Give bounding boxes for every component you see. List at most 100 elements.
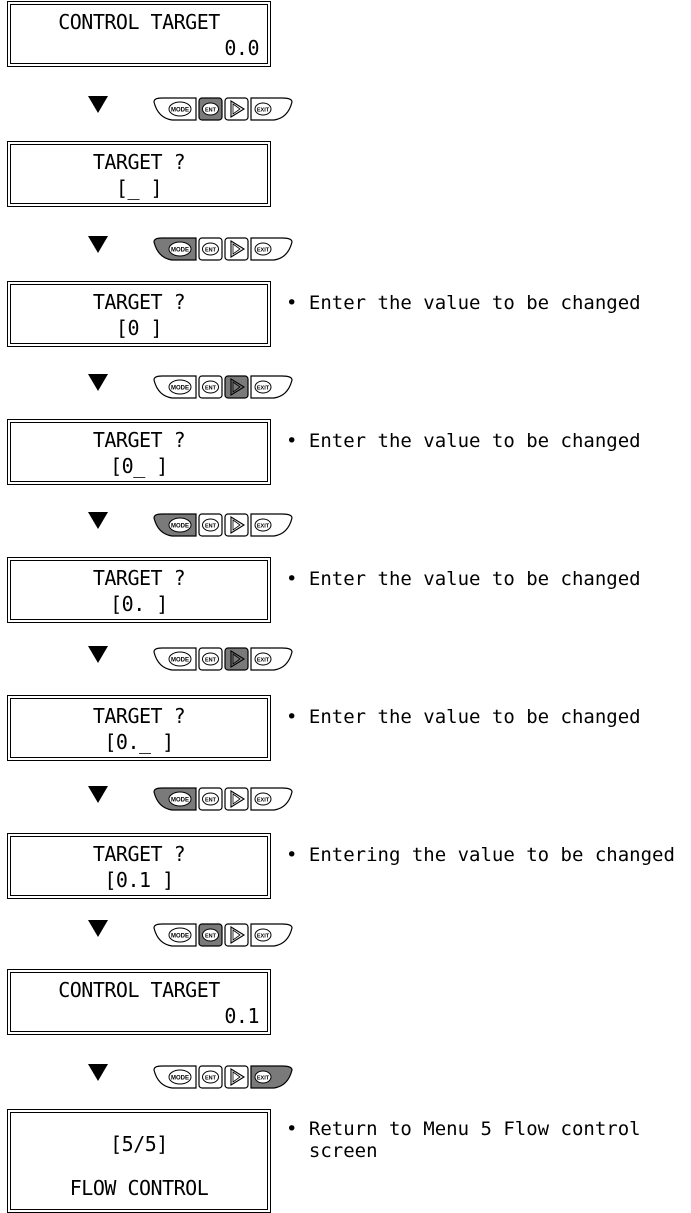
exit-key-icon: EXIT xyxy=(250,375,293,399)
lcd-line-2: [0._ ] xyxy=(104,730,174,754)
svg-text:MODE: MODE xyxy=(171,248,189,254)
ent-key-icon: ENT xyxy=(198,97,223,121)
down-arrow-icon xyxy=(88,96,108,113)
lcd-line-2: 0.0 xyxy=(224,36,259,60)
lcd-screen-6: TARGET ? [0._ ] xyxy=(7,695,271,761)
down-arrow-icon xyxy=(88,1064,108,1081)
lcd-line-1: TARGET ? xyxy=(92,290,186,314)
exit-key-icon: EXIT xyxy=(250,513,293,537)
mode-key-icon: MODE xyxy=(153,1065,197,1089)
svg-text:EXIT: EXIT xyxy=(257,797,270,803)
svg-text:ENT: ENT xyxy=(205,797,217,803)
ent-key-icon: ENT xyxy=(198,787,223,811)
exit-key-icon: EXIT xyxy=(250,647,293,671)
exit-key-icon: EXIT xyxy=(250,97,293,121)
step-note-4: • Enter the value to be changed xyxy=(286,430,641,452)
svg-text:MODE: MODE xyxy=(171,934,189,940)
right-key-icon xyxy=(224,923,249,947)
right-key-icon xyxy=(224,647,249,671)
svg-text:EXIT: EXIT xyxy=(257,247,270,253)
ent-key-icon: ENT xyxy=(198,513,223,537)
keypad-5: MODE ENT EXIT xyxy=(153,647,293,671)
keypad-6: MODE ENT EXIT xyxy=(153,787,293,811)
right-key-icon xyxy=(224,375,249,399)
lcd-line-1: TARGET ? xyxy=(92,842,186,866)
keypad-2: MODE ENT EXIT xyxy=(153,237,293,261)
svg-text:EXIT: EXIT xyxy=(257,107,270,113)
svg-text:ENT: ENT xyxy=(205,933,217,939)
svg-text:ENT: ENT xyxy=(205,247,217,253)
svg-text:ENT: ENT xyxy=(205,385,217,391)
exit-key-icon: EXIT xyxy=(250,1065,293,1089)
down-arrow-icon xyxy=(88,236,108,253)
mode-key-icon: MODE xyxy=(153,787,197,811)
mode-key-icon: MODE xyxy=(153,513,197,537)
right-key-icon xyxy=(224,513,249,537)
lcd-line-1: [5/5] xyxy=(110,1132,168,1156)
down-arrow-icon xyxy=(88,646,108,663)
lcd-screen-5: TARGET ? [0. ] xyxy=(7,557,271,623)
ent-key-icon: ENT xyxy=(198,237,223,261)
keypad-8: MODE ENT EXIT xyxy=(153,1065,293,1089)
down-arrow-icon xyxy=(88,920,108,937)
svg-text:ENT: ENT xyxy=(205,523,217,529)
lcd-line-1: CONTROL TARGET xyxy=(58,978,220,1002)
right-key-icon xyxy=(224,787,249,811)
down-arrow-icon xyxy=(88,512,108,529)
lcd-screen-9: [5/5] FLOW CONTROL xyxy=(7,1109,271,1213)
lcd-screen-8: CONTROL TARGET 0.1 xyxy=(7,969,271,1035)
mode-key-icon: MODE xyxy=(153,237,197,261)
svg-text:MODE: MODE xyxy=(171,658,189,664)
mode-key-icon: MODE xyxy=(153,647,197,671)
svg-text:EXIT: EXIT xyxy=(257,933,270,939)
keypad-4: MODE ENT EXIT xyxy=(153,513,293,537)
lcd-line-1: TARGET ? xyxy=(92,566,186,590)
lcd-line-1: TARGET ? xyxy=(92,428,186,452)
lcd-line-2: [0. ] xyxy=(110,592,168,616)
svg-text:ENT: ENT xyxy=(205,107,217,113)
lcd-screen-2: TARGET ? [_ ] xyxy=(7,141,271,207)
svg-text:ENT: ENT xyxy=(205,1075,217,1081)
step-note-6: • Enter the value to be changed xyxy=(286,706,641,728)
keypad-1: MODE ENT EXIT xyxy=(153,97,293,121)
lcd-line-1: CONTROL TARGET xyxy=(58,10,220,34)
exit-key-icon: EXIT xyxy=(250,923,293,947)
lcd-line-2: [0 ] xyxy=(115,316,163,340)
down-arrow-icon xyxy=(88,786,108,803)
keypad-7: MODE ENT EXIT xyxy=(153,923,293,947)
lcd-line-2: 0.1 xyxy=(224,1004,259,1028)
mode-key-icon: MODE xyxy=(153,97,197,121)
lcd-line-1: TARGET ? xyxy=(92,704,186,728)
ent-key-icon: ENT xyxy=(198,647,223,671)
mode-key-icon: MODE xyxy=(153,375,197,399)
exit-key-icon: EXIT xyxy=(250,787,293,811)
lcd-line-2: FLOW CONTROL xyxy=(69,1176,209,1200)
lcd-screen-1: CONTROL TARGET 0.0 xyxy=(7,1,271,67)
lcd-screen-4: TARGET ? [0_ ] xyxy=(7,419,271,485)
svg-text:EXIT: EXIT xyxy=(257,385,270,391)
svg-text:MODE: MODE xyxy=(171,1076,189,1082)
svg-text:MODE: MODE xyxy=(171,108,189,114)
svg-text:EXIT: EXIT xyxy=(257,1075,270,1081)
step-note-3: • Enter the value to be changed xyxy=(286,292,641,314)
svg-text:ENT: ENT xyxy=(205,657,217,663)
down-arrow-icon xyxy=(88,374,108,391)
keypad-3: MODE ENT EXIT xyxy=(153,375,293,399)
ent-key-icon: ENT xyxy=(198,375,223,399)
lcd-screen-7: TARGET ? [0.1 ] xyxy=(7,833,271,899)
svg-text:MODE: MODE xyxy=(171,798,189,804)
step-note-7: • Entering the value to be changed xyxy=(286,844,675,866)
lcd-line-1: TARGET ? xyxy=(92,150,186,174)
svg-text:EXIT: EXIT xyxy=(257,657,270,663)
step-note-9: • Return to Menu 5 Flow control screen xyxy=(286,1118,641,1162)
svg-text:MODE: MODE xyxy=(171,524,189,530)
right-key-icon xyxy=(224,1065,249,1089)
svg-text:MODE: MODE xyxy=(171,386,189,392)
svg-text:EXIT: EXIT xyxy=(257,523,270,529)
right-key-icon xyxy=(224,237,249,261)
mode-key-icon: MODE xyxy=(153,923,197,947)
ent-key-icon: ENT xyxy=(198,1065,223,1089)
step-note-5: • Enter the value to be changed xyxy=(286,568,641,590)
ent-key-icon: ENT xyxy=(198,923,223,947)
lcd-screen-3: TARGET ? [0 ] xyxy=(7,281,271,347)
